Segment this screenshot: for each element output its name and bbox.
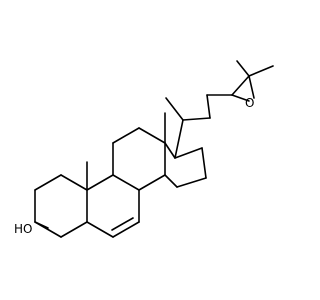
bond <box>138 127 166 144</box>
ring-a <box>34 174 88 238</box>
bond <box>164 142 176 159</box>
bond <box>86 174 114 191</box>
bond <box>60 174 88 191</box>
bond <box>112 174 140 191</box>
bond <box>174 147 203 159</box>
bond <box>182 117 211 121</box>
hydroxyl-label: HO <box>14 222 32 236</box>
ring-c <box>112 127 166 191</box>
ring-b <box>86 174 140 238</box>
ring-d <box>164 142 207 188</box>
epoxide-oxygen-label: O <box>245 96 254 110</box>
side-chain <box>165 94 233 159</box>
bond <box>174 119 184 159</box>
bond <box>176 177 207 188</box>
hydroxyl-bond <box>34 221 49 229</box>
bond <box>231 94 250 102</box>
bond <box>165 97 184 121</box>
bond <box>236 60 250 77</box>
bond <box>112 127 140 144</box>
bond <box>60 221 88 238</box>
double-bond-inner <box>111 217 134 231</box>
bond <box>248 65 274 77</box>
bond <box>164 174 178 188</box>
epoxide <box>231 60 274 102</box>
bond <box>248 75 255 99</box>
bond <box>231 75 250 96</box>
bond <box>34 174 62 191</box>
bond <box>112 221 140 238</box>
bond <box>138 174 166 191</box>
molecule-structure: HO O <box>14 60 274 238</box>
bond <box>206 94 211 119</box>
methyl-groups <box>86 112 166 191</box>
bond <box>86 221 114 238</box>
bond <box>201 147 207 179</box>
